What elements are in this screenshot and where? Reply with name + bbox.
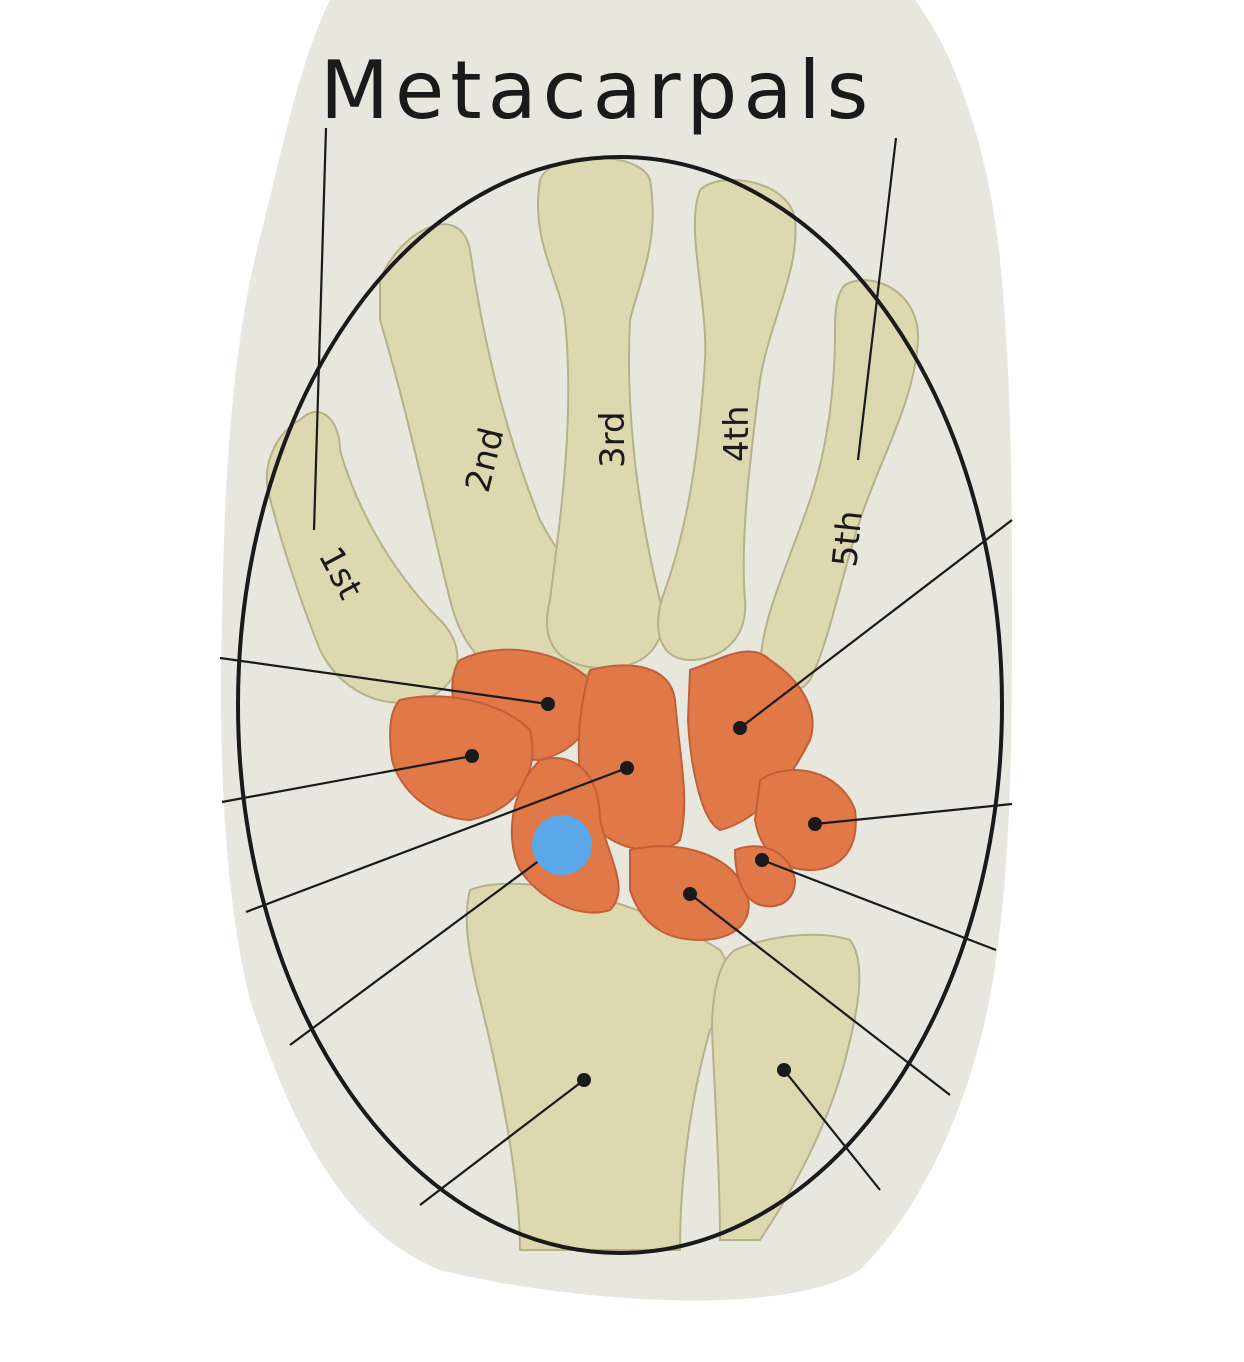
label-dots <box>465 697 822 1087</box>
blue-dot-marker[interactable] <box>532 815 592 875</box>
leader-title-to-1st <box>312 127 328 531</box>
leader-line-9 <box>419 1079 585 1206</box>
leader-line-1 <box>219 656 549 706</box>
dot-scaphoid <box>465 749 479 763</box>
leader-line-3 <box>245 766 628 914</box>
ulna-bone <box>710 933 861 1241</box>
dot-radius <box>577 1073 591 1087</box>
title-leaders <box>312 127 898 531</box>
leader-line-7 <box>761 858 997 952</box>
leader-lines <box>219 519 1013 1206</box>
diagram-title: Metacarpals <box>320 44 874 137</box>
dot-ulna <box>777 1063 791 1077</box>
dot-pisiform <box>808 817 822 831</box>
leader-line-5 <box>739 519 1013 729</box>
leader-line-10 <box>783 1069 881 1191</box>
dot-triquetrum <box>683 887 697 901</box>
outline-ellipse <box>236 155 1004 1255</box>
dot-hamate <box>733 721 747 735</box>
leader-line-8 <box>689 893 951 1096</box>
dot-triquetrum-small <box>755 853 769 867</box>
dot-capitate <box>620 761 634 775</box>
leader-line-6 <box>814 802 1013 826</box>
label-4th: 4th <box>717 405 757 462</box>
carpal-trapezoid-small <box>733 845 797 908</box>
leader-line-2 <box>221 754 473 804</box>
leader-title-to-5th <box>856 137 898 461</box>
dot-trapezium <box>541 697 555 711</box>
metacarpal-4th-bone <box>657 179 797 662</box>
label-5th: 5th <box>825 509 871 569</box>
metacarpal-3rd-bone <box>536 156 664 670</box>
label-3rd: 3rd <box>593 411 633 468</box>
carpal-bones <box>389 648 857 942</box>
leader-line-4 <box>289 859 541 1046</box>
